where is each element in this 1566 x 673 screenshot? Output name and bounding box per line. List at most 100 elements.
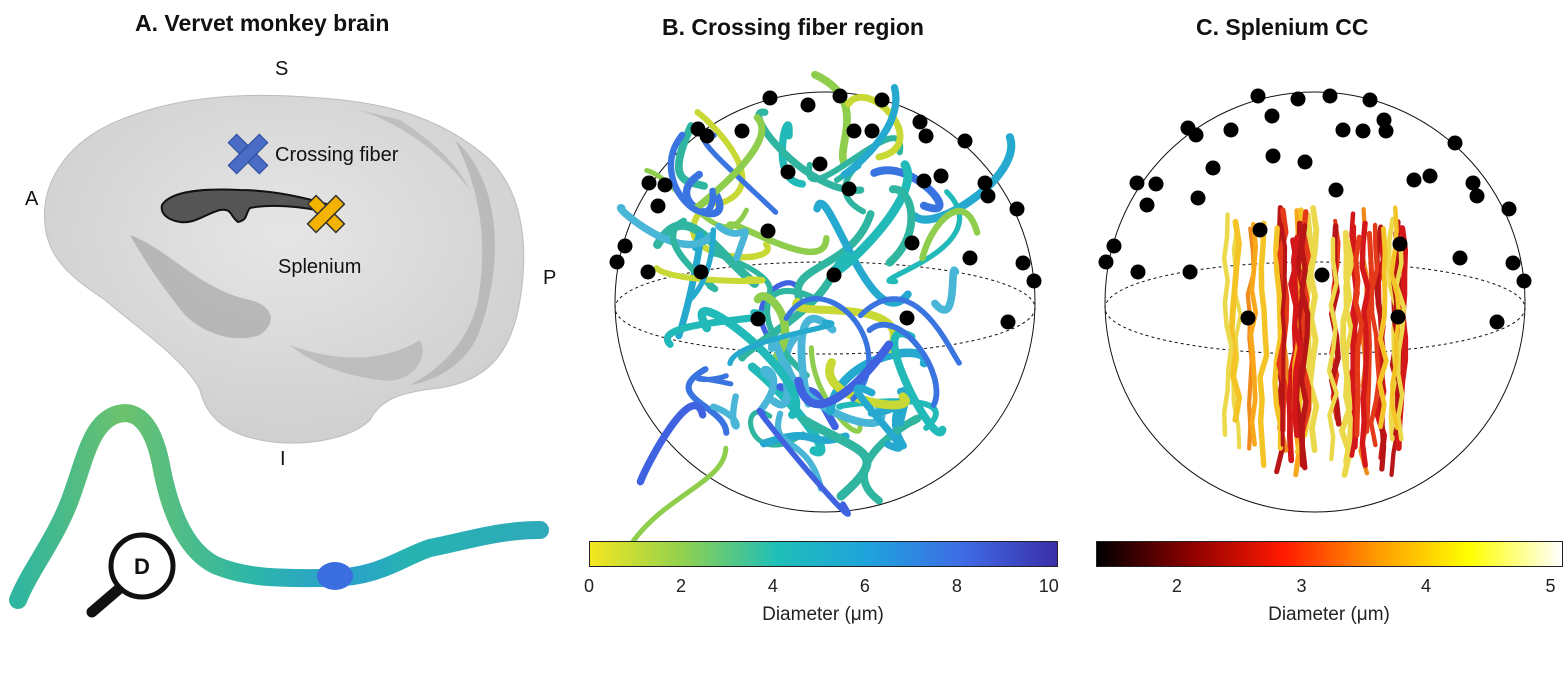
colorbar-splenium <box>1096 541 1563 567</box>
gradient-direction-dot <box>962 250 978 266</box>
gradient-direction-dot <box>826 267 842 283</box>
gradient-direction-dot <box>864 123 880 139</box>
crossing-sphere-fiber <box>840 83 900 179</box>
gradient-direction-dot <box>641 175 657 191</box>
crossing-sphere-fiber <box>860 414 922 505</box>
splenium-sphere-fiber <box>1272 225 1284 451</box>
gradient-direction-dot <box>1335 122 1351 138</box>
crossing-sphere-fiber <box>931 266 960 314</box>
crossing-sphere-fiber <box>919 207 981 262</box>
gradient-direction-dot <box>1447 135 1463 151</box>
colorbar-splenium-tick: 2 <box>1171 576 1182 596</box>
gradient-direction-dot <box>1362 92 1378 108</box>
crossing-sphere-fiber <box>794 340 894 409</box>
magnifier-icon: D <box>86 532 176 618</box>
splenium-sphere-fiber <box>1279 222 1288 447</box>
crossing-sphere-gradient-directions <box>609 88 1042 330</box>
gradient-direction-dot <box>1223 122 1239 138</box>
splenium-sphere-fiber <box>1228 218 1243 423</box>
crossing-sphere-fiber <box>775 410 825 492</box>
colorbar-crossing-fiber-tick: 2 <box>675 576 686 596</box>
gradient-direction-dot <box>1026 273 1042 289</box>
gradient-direction-dot <box>912 114 928 130</box>
crossing-sphere-fiber <box>710 393 740 430</box>
splenium-sphere-fiber <box>1326 236 1339 462</box>
crossing-fiber-label: Crossing fiber <box>275 144 399 166</box>
gradient-direction-dot <box>1000 314 1016 330</box>
gradient-direction-dot <box>918 128 934 144</box>
gradient-direction-dot <box>762 90 778 106</box>
gradient-direction-dot <box>899 310 915 326</box>
splenium-sphere-fiber <box>1291 234 1303 439</box>
gradient-direction-dot <box>760 223 776 239</box>
gradient-direction-dot <box>1098 254 1114 270</box>
gradient-direction-dot <box>812 156 828 172</box>
crossing-sphere-fiber <box>674 122 708 190</box>
axon-varicosity <box>317 562 353 590</box>
colorbar-crossing-fiber-tick: 8 <box>951 576 962 596</box>
crossing-sphere-fiber <box>866 321 940 408</box>
splenium-sphere-fiber <box>1343 239 1355 465</box>
gradient-direction-dot <box>1265 148 1281 164</box>
gradient-direction-dot <box>1129 175 1145 191</box>
splenium-sphere-fiber <box>1394 238 1407 442</box>
crossing-sphere-fiber <box>616 204 716 249</box>
gradient-direction-dot <box>1130 264 1146 280</box>
gradient-direction-dot <box>699 128 715 144</box>
gradient-direction-dot <box>1250 88 1266 104</box>
splenium-sphere-fiber <box>1364 230 1375 434</box>
colorbar-crossing-fiber <box>589 541 1058 567</box>
crossing-sphere-fibers <box>616 70 1016 545</box>
gradient-direction-dot <box>1378 123 1394 139</box>
orientation-posterior: P <box>543 267 557 289</box>
crossing-sphere-fiber <box>778 121 807 188</box>
crossing-sphere-fiber <box>686 227 716 304</box>
gradient-direction-dot <box>1182 264 1198 280</box>
splenium-sphere-fiber <box>1359 220 1372 468</box>
gradient-direction-dot <box>1297 154 1313 170</box>
gradient-direction-dot <box>1469 188 1485 204</box>
splenium-sphere-fiber <box>1298 223 1311 471</box>
colorbar-crossing-fiber-label: Diameter (μm) <box>762 604 884 625</box>
splenium-sphere-fiber <box>1248 221 1259 447</box>
crossing-sphere-fiber <box>764 288 815 379</box>
gradient-direction-dot <box>1190 190 1206 206</box>
splenium-sphere-fiber <box>1257 220 1270 469</box>
gradient-direction-dot <box>1290 91 1306 107</box>
gradient-direction-dot <box>904 235 920 251</box>
splenium-sphere-fiber <box>1368 222 1382 448</box>
splenium-sphere-fiber <box>1299 209 1312 435</box>
crossing-sphere-fiber <box>811 70 851 167</box>
orientation-inferior: I <box>280 448 286 470</box>
orientation-anterior: A <box>25 188 39 210</box>
gradient-direction-dot <box>780 164 796 180</box>
colorbar-crossing-fiber-tick: 0 <box>583 576 595 596</box>
crossing-sphere-fiber <box>653 265 766 285</box>
gradient-direction-dot <box>933 168 949 184</box>
crossing-sphere-fiber <box>694 109 746 208</box>
splenium-sphere-fiber <box>1307 205 1320 454</box>
gradient-direction-dot <box>1205 160 1221 176</box>
crossing-sphere-fiber <box>799 415 872 501</box>
panel-b-title: B. Crossing fiber region <box>662 14 924 40</box>
gradient-direction-dot <box>1139 197 1155 213</box>
gradient-direction-dot <box>750 311 766 327</box>
gradient-direction-dot <box>1406 172 1422 188</box>
crossing-sphere-fiber <box>669 217 719 293</box>
gradient-direction-dot <box>1009 201 1025 217</box>
splenium-sphere-fiber <box>1377 226 1389 430</box>
gradient-direction-dot <box>1240 310 1256 326</box>
panel-d-badge: D <box>134 554 150 579</box>
gradient-direction-dot <box>1392 236 1408 252</box>
splenium-label: Splenium <box>278 256 362 278</box>
single-axon-illustration: D <box>9 404 549 618</box>
orientation-superior: S <box>275 58 289 80</box>
colorbar-crossing-fiber-tick: 4 <box>767 576 778 596</box>
crossing-sphere-fiber <box>756 408 851 517</box>
gradient-direction-dot <box>650 198 666 214</box>
crossing-sphere-fiber <box>727 319 835 367</box>
gradient-direction-dot <box>1264 108 1280 124</box>
crossing-sphere-fiber <box>636 401 707 486</box>
